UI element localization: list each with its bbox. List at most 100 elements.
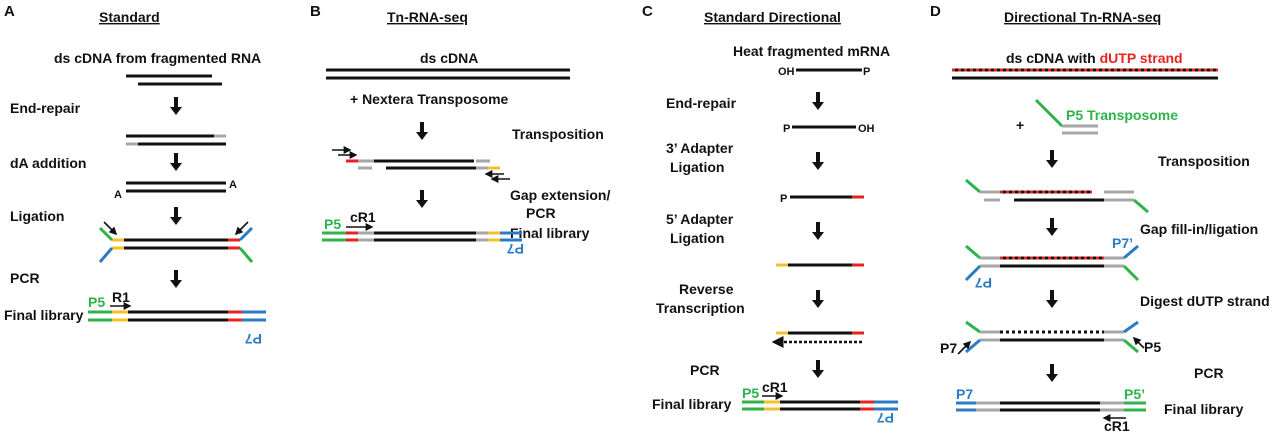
panel-b-input-label: ds cDNA <box>420 50 478 66</box>
primer-arrow-icon <box>957 340 972 355</box>
fragmented-cdna <box>126 74 222 86</box>
p7prime-label: P7’ <box>1112 235 1133 251</box>
down-arrow-icon <box>812 222 824 240</box>
p5prime-label: P5’ <box>1124 386 1145 402</box>
da-tailed-cdna <box>126 181 226 193</box>
transposition-label: Transposition <box>512 126 604 142</box>
digest-dutp-label: Digest dUTP strand <box>1140 293 1270 309</box>
down-arrow-icon <box>170 153 182 171</box>
panel-b: B Tn-RNA-seq ds cDNA + Nextera Transposo… <box>310 3 610 257</box>
gap-fill-label: Gap fill-in/ligation <box>1140 221 1258 237</box>
adapter-ligated-cdna <box>98 226 254 263</box>
a-overhang-right: A <box>229 179 237 191</box>
step-end-repair-label: End-repair <box>10 100 81 116</box>
tagmented-fragment <box>346 159 500 170</box>
r1-label: R1 <box>112 289 130 305</box>
down-arrow-icon <box>416 190 428 208</box>
rt-label-line1: Reverse <box>679 281 734 297</box>
p-end-label: P <box>863 66 870 78</box>
p7-label-inverted: P7 <box>877 410 894 426</box>
gap-extension-label-line2: PCR <box>526 205 556 221</box>
p7-label-inverted: P7 <box>245 331 262 347</box>
gap-extension-label-line1: Gap extension/ <box>510 187 610 203</box>
down-arrow-icon <box>812 152 824 170</box>
panel-b-heading: Tn-RNA-seq <box>387 9 468 25</box>
p7-label-rotated: P7 <box>975 275 992 291</box>
p7-label: P7 <box>940 340 957 356</box>
adapter3-label-line1: 3’ Adapter <box>666 140 734 156</box>
down-arrow-icon <box>812 290 824 308</box>
p7-label: P7 <box>956 386 973 402</box>
dutp-strand-highlight: dUTP strand <box>1100 50 1183 66</box>
digested-fragment <box>965 320 1139 354</box>
cr1-label: cR1 <box>350 209 376 225</box>
down-arrow-icon <box>1046 364 1058 382</box>
panel-a-heading: Standard <box>99 9 160 25</box>
panel-b-letter: B <box>310 3 321 20</box>
panel-c-input-label: Heat fragmented mRNA <box>733 43 890 59</box>
gap-filled-fragment <box>964 244 1140 282</box>
step-pcr-label: PCR <box>690 362 720 378</box>
down-arrow-icon <box>170 270 182 288</box>
step-da-addition-label: dA addition <box>10 155 86 171</box>
panel-a-input-label: ds cDNA from fragmented RNA <box>54 50 261 66</box>
panel-d-heading: Directional Tn-RNA-seq <box>1004 9 1161 25</box>
p5-label: P5 <box>88 294 105 310</box>
p-end-label: P <box>783 123 790 135</box>
cr1-label: cR1 <box>1104 418 1130 434</box>
p7-label-inverted: P7 <box>507 241 524 257</box>
step-pcr-label: PCR <box>1194 365 1224 381</box>
down-arrow-icon <box>416 122 428 140</box>
panel-d-input-label: ds cDNA with dUTP strand <box>1006 50 1183 66</box>
dutp-cdna <box>952 68 1218 80</box>
final-library-label: Final library <box>4 307 84 323</box>
p5-label: P5 <box>742 385 759 401</box>
tagmented-dutp-fragment <box>965 178 1149 214</box>
primer-arrow-icon <box>234 221 249 236</box>
p-end-label: P <box>780 193 787 205</box>
final-library-construct <box>956 401 1146 412</box>
oh-end-label: OH <box>858 123 875 135</box>
adapter5-label-line2: Ligation <box>670 230 724 246</box>
final-library-construct <box>322 231 522 242</box>
step-end-repair-label: End-repair <box>666 95 737 111</box>
panel-c-heading: Standard Directional <box>704 9 841 25</box>
p5-transposome-glyph <box>1034 98 1098 135</box>
adapter3-label-line2: Ligation <box>670 159 724 175</box>
panel-a: A Standard ds cDNA from fragmented RNA E… <box>4 3 266 347</box>
final-library-construct <box>88 310 266 322</box>
p5-transposome-label: P5 Transposome <box>1066 107 1178 123</box>
final-library-label: Final library <box>652 396 732 412</box>
p5-label: P5 <box>324 216 341 232</box>
p5-label: P5 <box>1144 339 1161 355</box>
final-library-label: Final library <box>510 225 590 241</box>
step-ligation-label: Ligation <box>10 208 64 224</box>
input-label-prefix: ds cDNA with <box>1006 50 1100 66</box>
down-arrow-icon <box>1046 150 1058 168</box>
primer-arrow-icon <box>103 221 118 236</box>
cr1-label: cR1 <box>762 379 788 395</box>
oh-end-label: OH <box>778 66 795 78</box>
transposome-label: + Nextera Transposome <box>350 91 509 107</box>
final-library-label: Final library <box>1164 401 1244 417</box>
rt-label-line2: Transcription <box>656 300 745 316</box>
final-library-construct <box>742 400 898 411</box>
panel-a-letter: A <box>4 3 15 20</box>
transposition-label: Transposition <box>1158 153 1250 169</box>
panel-d-letter: D <box>930 3 941 20</box>
end-repaired-cdna <box>126 134 226 146</box>
adapter5-label-line1: 5’ Adapter <box>666 211 734 227</box>
primer-arrow-icon <box>1132 336 1145 349</box>
down-arrow-icon <box>812 92 824 110</box>
plus-sign: + <box>1016 117 1024 133</box>
panel-c-letter: C <box>642 3 653 20</box>
ds-cdna <box>326 68 570 80</box>
panel-d: D Directional Tn-RNA-seq ds cDNA with dU… <box>930 3 1270 434</box>
down-arrow-icon <box>1046 290 1058 308</box>
down-arrow-icon <box>1046 218 1058 236</box>
a-overhang-left: A <box>114 189 122 201</box>
down-arrow-icon <box>170 207 182 225</box>
panel-c: C Standard Directional Heat fragmented m… <box>642 3 898 426</box>
down-arrow-icon <box>812 360 824 378</box>
